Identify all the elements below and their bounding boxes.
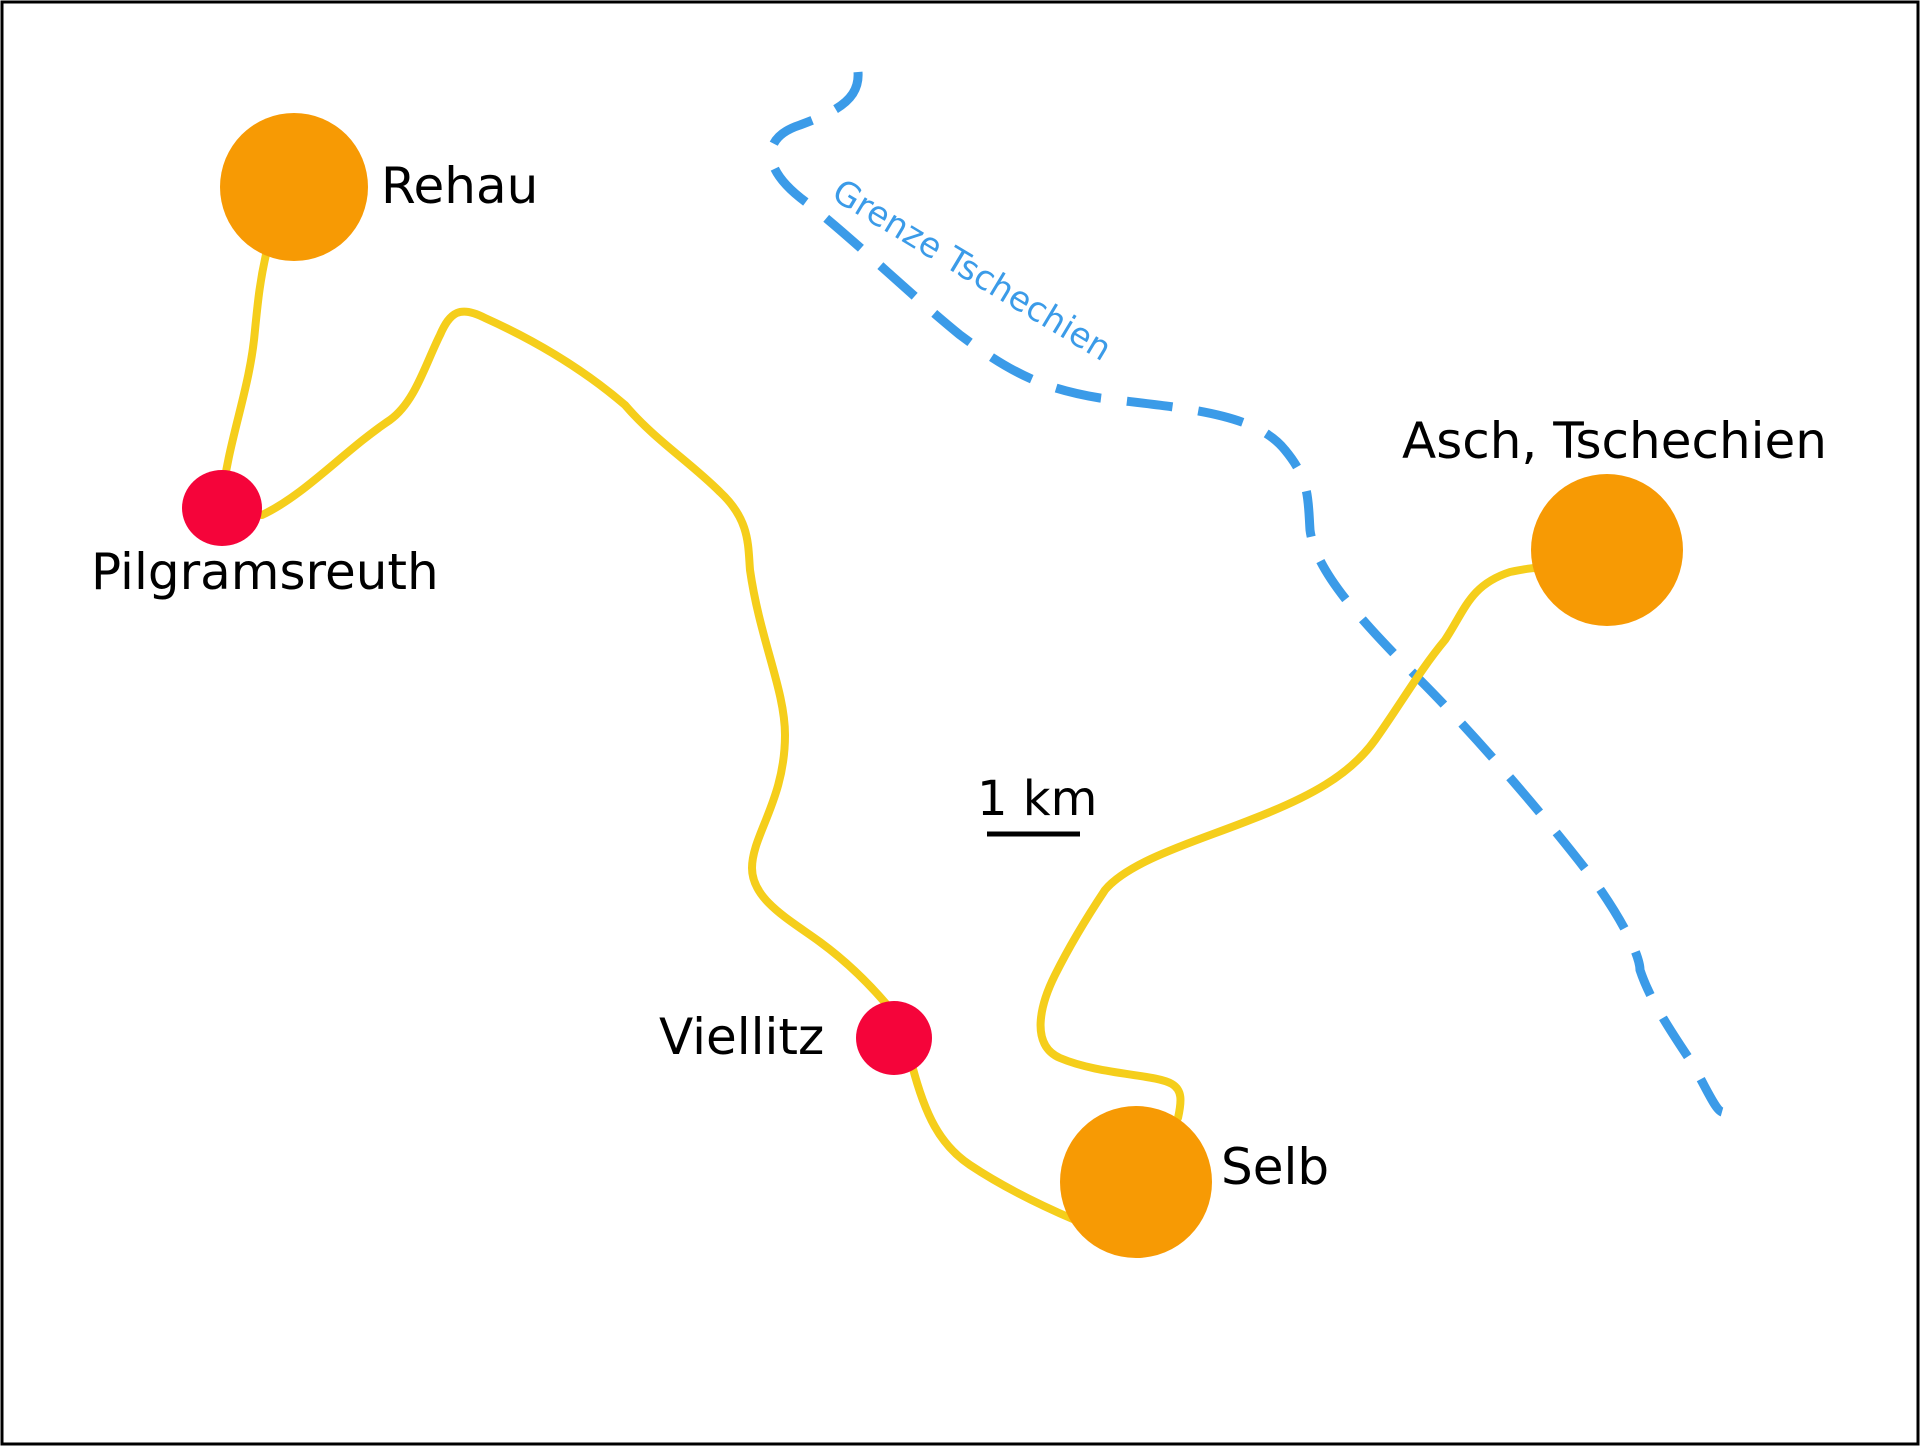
pilgramsreuth-marker: [182, 470, 262, 546]
route-lines: [218, 246, 1539, 1224]
scale-label: 1 km: [977, 771, 1097, 827]
pilgramsreuth-label: Pilgramsreuth: [91, 543, 439, 601]
selb-label: Selb: [1221, 1138, 1329, 1196]
czech-border-line: [766, 71, 1725, 1117]
rehau-label: Rehau: [381, 157, 538, 215]
viellitz-marker: [856, 1001, 932, 1075]
route-pilgramsreuth-viellitz: [258, 307, 897, 1016]
asch-label: Asch, Tschechien: [1402, 412, 1827, 470]
viellitz-label: Viellitz: [659, 1008, 824, 1066]
route-rehau-pilgramsreuth: [218, 246, 271, 504]
asch-marker: [1531, 474, 1683, 626]
route-viellitz-selb: [908, 1061, 1079, 1224]
route-selb-asch: [1036, 564, 1539, 1122]
selb-marker: [1060, 1106, 1212, 1258]
rehau-marker: [220, 113, 368, 261]
